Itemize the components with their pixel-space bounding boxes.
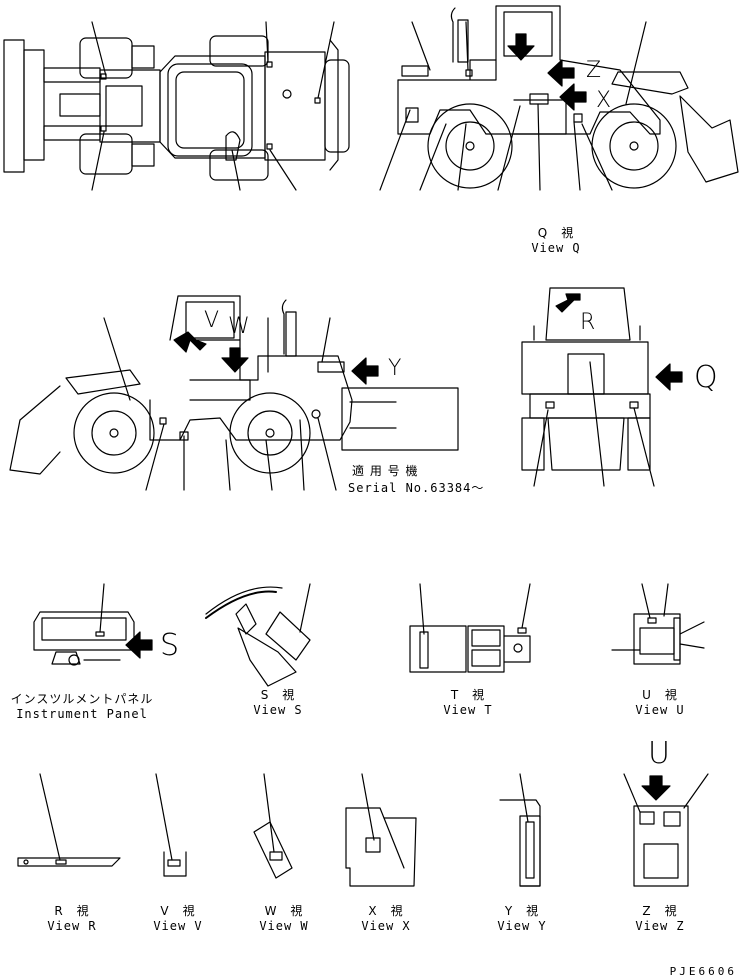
letter-w: W [228, 314, 250, 339]
letter-s: S [160, 628, 180, 663]
view-r-drawing [17, 773, 121, 867]
view-z-drawing [623, 773, 709, 887]
letter-r: R [580, 310, 596, 335]
rear-view [521, 287, 683, 487]
view-v-drawing [155, 773, 187, 877]
view-t-drawing [409, 583, 531, 673]
side-view-main [9, 295, 459, 491]
view-x-drawing [345, 773, 417, 887]
view-s-drawing [205, 583, 311, 687]
instrument-panel-drawing [33, 583, 153, 666]
view-y-drawing [499, 773, 541, 887]
letter-v: V [204, 308, 220, 333]
letter-x: X [596, 88, 612, 113]
letter-y: Y [388, 356, 402, 381]
view-w-drawing [253, 773, 293, 879]
letter-u: U [648, 736, 670, 771]
side-view-q [379, 5, 739, 191]
view-u-drawing [611, 583, 705, 665]
drawing-code: PJE6606 [669, 965, 737, 978]
top-view-loader [3, 21, 350, 191]
letter-q: Q [694, 360, 718, 395]
letter-z: Z [586, 58, 602, 83]
